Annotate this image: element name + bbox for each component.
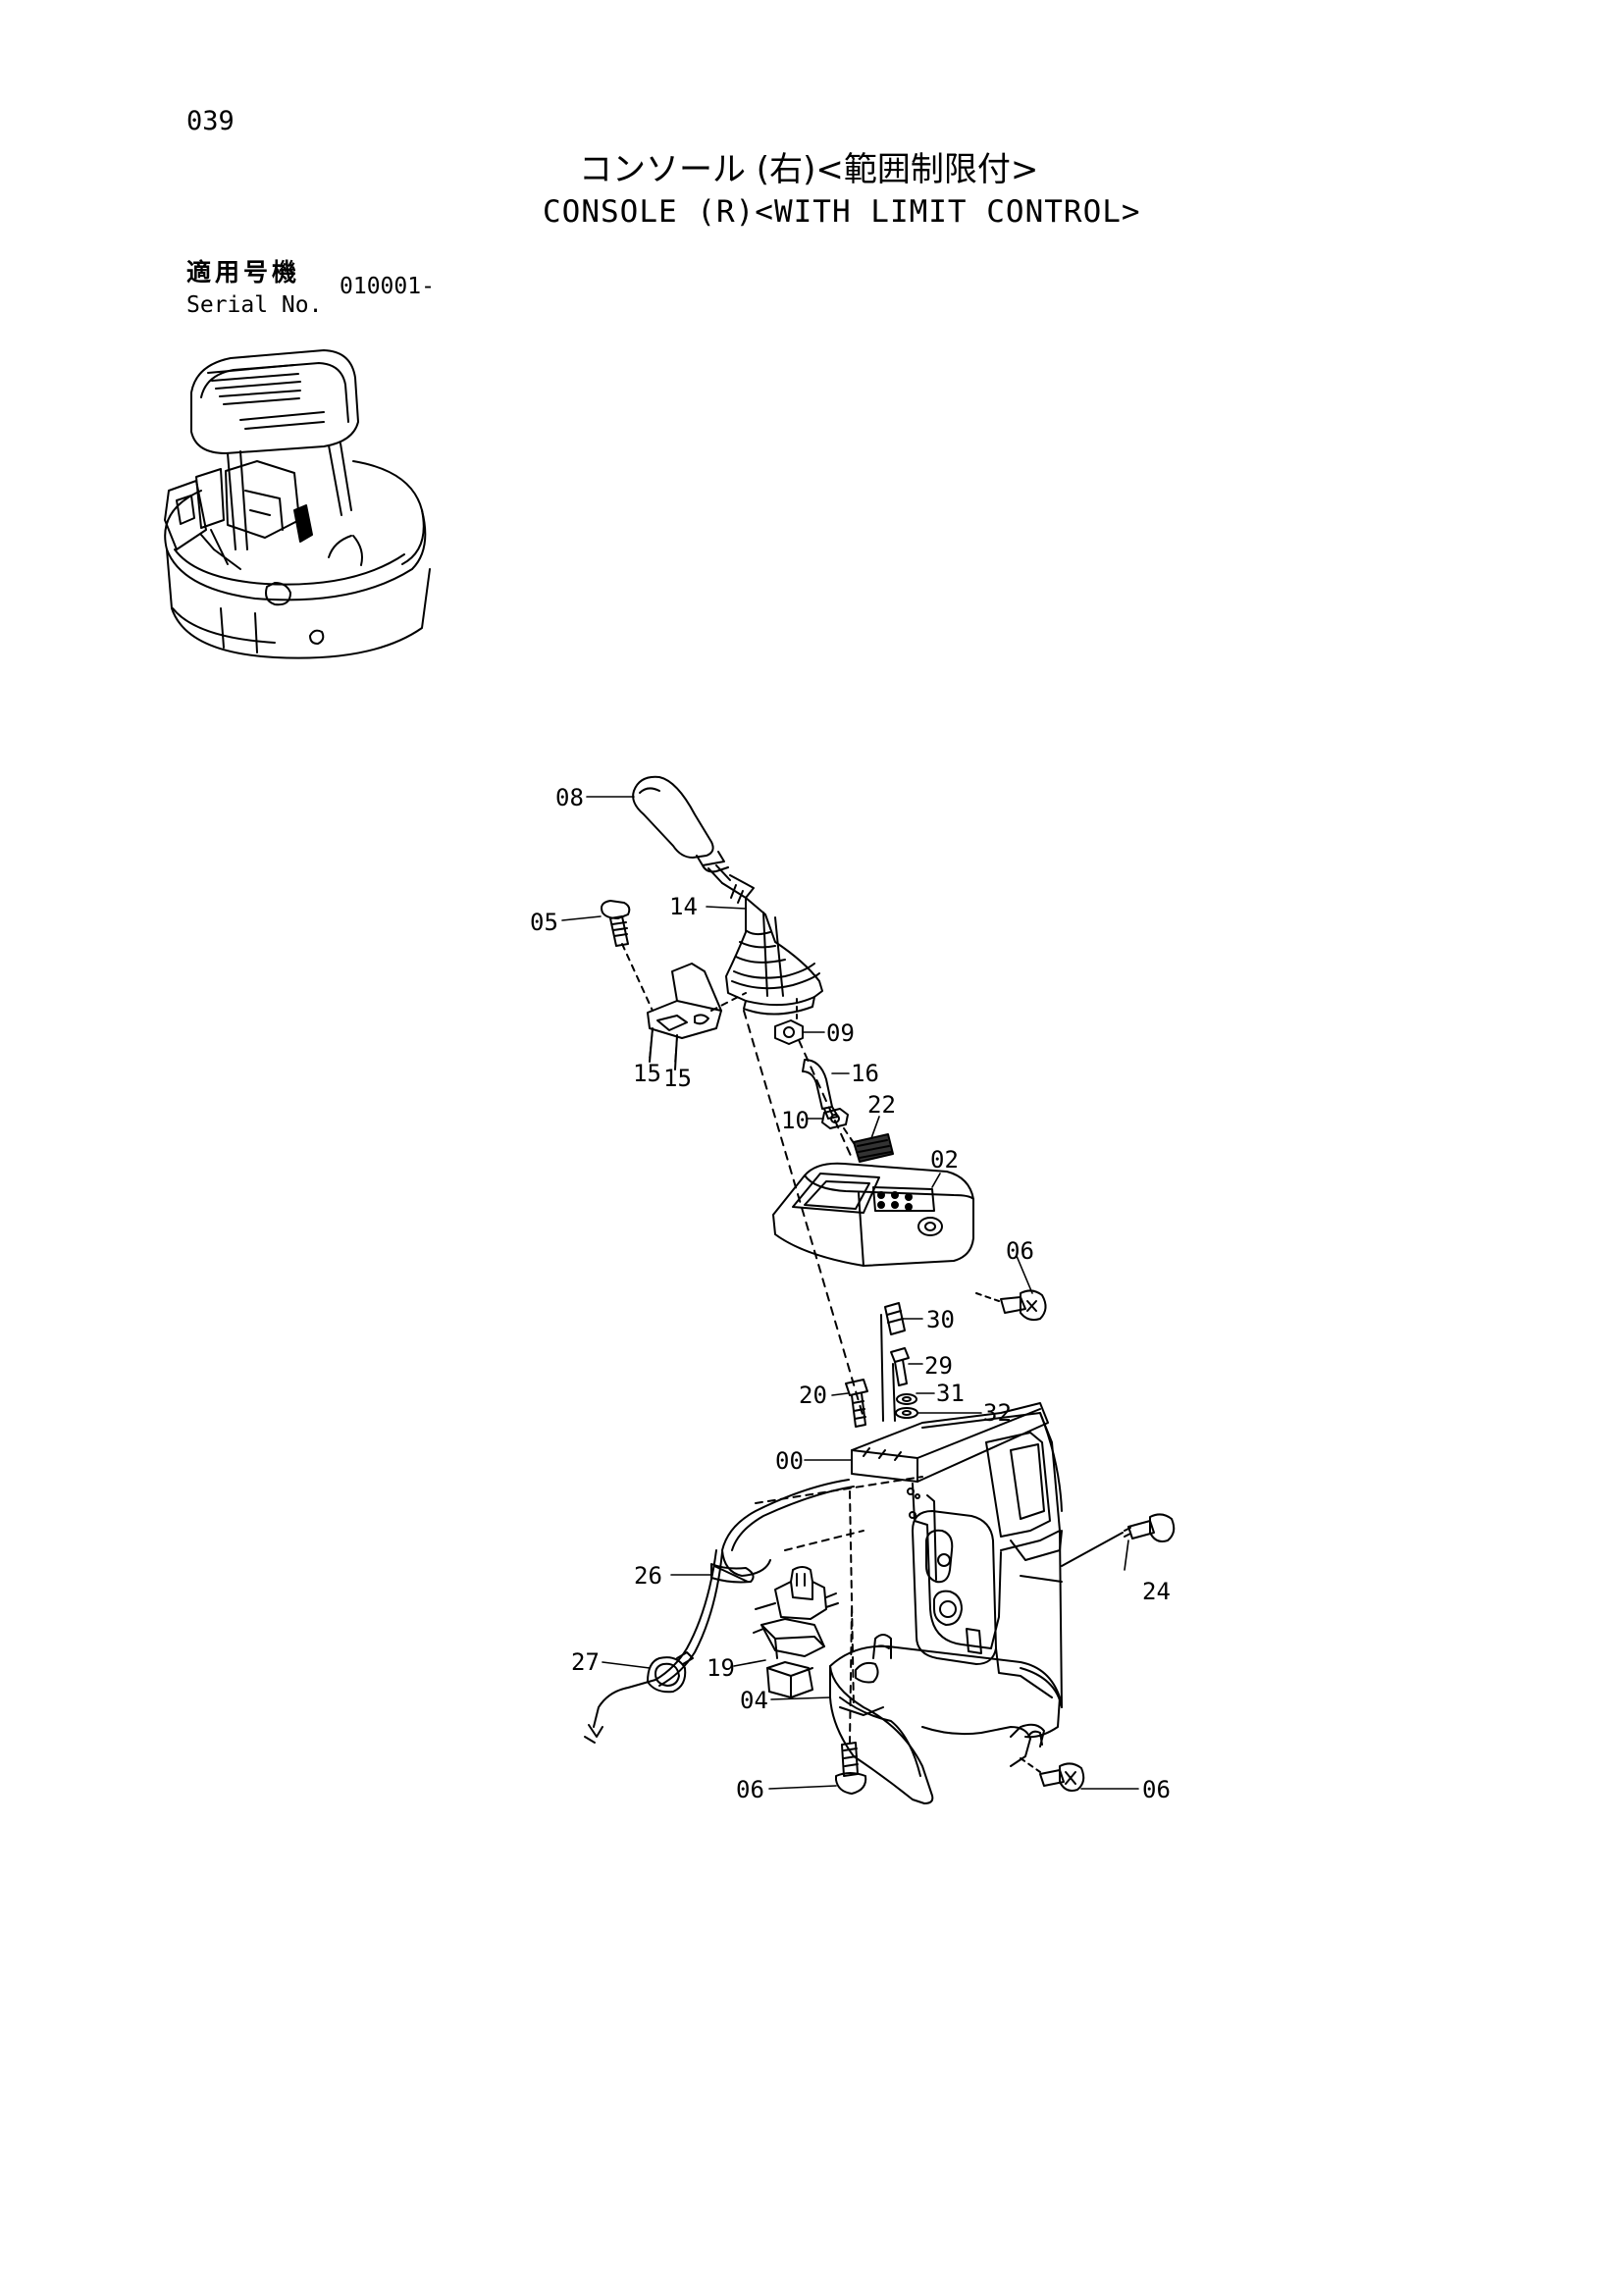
alignment-lines-screws xyxy=(880,1314,896,1422)
part-30-block xyxy=(884,1302,906,1335)
part-22-switch xyxy=(853,1133,894,1163)
part-00-console-frame xyxy=(851,1402,1063,1708)
part-24-bolt xyxy=(1061,1513,1176,1567)
page-title-japanese: コンソール (右)<範囲制限付> xyxy=(579,150,1039,189)
serial-label-english: Serial No. xyxy=(186,292,323,318)
callout-06-lower-left: 06 xyxy=(736,1776,764,1803)
callout-31: 31 xyxy=(936,1380,965,1407)
part-27-harness-clamp xyxy=(584,1651,694,1744)
callout-08: 08 xyxy=(555,784,584,811)
callout-29: 29 xyxy=(924,1352,953,1380)
page-title-english: CONSOLE (R)<WITH LIMIT CONTROL> xyxy=(543,194,1141,230)
callout-14: 14 xyxy=(669,893,698,920)
callout-22: 22 xyxy=(867,1091,896,1119)
part-16-pipe xyxy=(802,1059,839,1120)
callout-06-upper: 06 xyxy=(1006,1237,1034,1265)
callout-27: 27 xyxy=(571,1648,600,1676)
part-19-angle-sensor xyxy=(753,1490,855,1708)
part-29-screw xyxy=(890,1347,910,1386)
part-20-bolt xyxy=(845,1379,868,1428)
callout-09: 09 xyxy=(826,1019,855,1047)
part-26-harness xyxy=(593,1476,923,1728)
part-14-lever-boot xyxy=(725,897,823,1016)
part-06-bolt-lower-left xyxy=(835,1608,867,1795)
part-31-washer xyxy=(896,1393,917,1405)
leader-lines xyxy=(561,796,1139,1790)
callout-labels: 08 05 14 15 15 09 16 10 22 02 06 30 29 3… xyxy=(530,784,1171,1803)
part-08-lever-knob xyxy=(632,775,755,904)
callout-06-lower-right: 06 xyxy=(1142,1776,1171,1803)
alignment-line-nut xyxy=(798,1039,853,1159)
callout-02: 02 xyxy=(930,1146,959,1174)
callout-32: 32 xyxy=(983,1399,1012,1427)
callout-20: 20 xyxy=(799,1382,827,1409)
part-02-console-cover xyxy=(772,1162,974,1267)
part-05-bolt xyxy=(601,900,654,1012)
part-32-washer xyxy=(895,1407,918,1419)
part-06-bolt-upper xyxy=(975,1289,1047,1322)
callout-05: 05 xyxy=(530,909,558,936)
part-09-nut xyxy=(774,998,804,1045)
page-number: 039 xyxy=(186,106,235,136)
part-15-bracket xyxy=(647,963,747,1070)
callout-30: 30 xyxy=(926,1306,955,1333)
callout-19: 19 xyxy=(707,1654,735,1682)
part-06-bolt-lower-right xyxy=(1020,1757,1085,1792)
callout-16: 16 xyxy=(851,1060,879,1087)
callout-00: 00 xyxy=(775,1447,804,1475)
serial-value: 010001- xyxy=(340,274,435,299)
alignment-line-boot xyxy=(743,1010,864,1419)
machine-overview-illustration xyxy=(164,349,431,659)
callout-10: 10 xyxy=(781,1107,810,1134)
callout-04: 04 xyxy=(740,1687,768,1714)
callout-24: 24 xyxy=(1142,1578,1171,1605)
callout-26: 26 xyxy=(634,1562,662,1590)
callout-15b: 15 xyxy=(663,1065,692,1092)
part-04-lower-cover xyxy=(829,1634,1063,1804)
serial-label-japanese: 適用号機 xyxy=(186,258,301,287)
callout-15a: 15 xyxy=(633,1060,661,1087)
